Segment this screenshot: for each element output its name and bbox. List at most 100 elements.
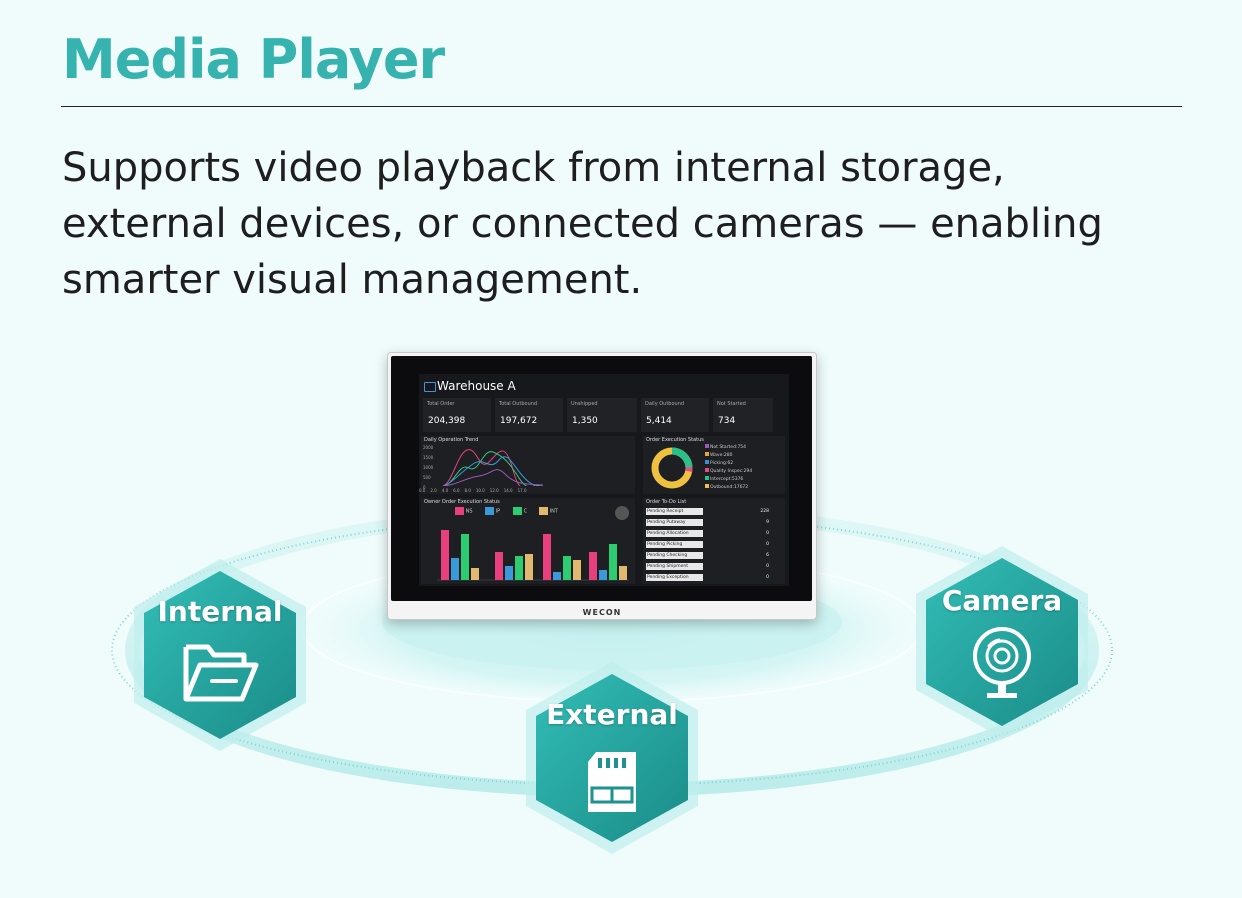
todo-value: 6	[766, 553, 769, 558]
trend-y-ticks: 2000 1500 1000 500 0	[423, 443, 433, 493]
trend-lines	[442, 449, 544, 486]
dashboard-title: Warehouse A	[437, 379, 516, 393]
y-tick: 0	[423, 485, 426, 490]
source-label: External	[546, 698, 678, 731]
kpi-value: 197,672	[500, 416, 538, 426]
kpi-value: 5,414	[646, 416, 672, 426]
status-label: Outbound:17672	[710, 485, 749, 490]
x-tick: 10.0	[475, 488, 485, 493]
todo-value: 0	[766, 531, 769, 536]
kpi-label: Not Started	[717, 401, 746, 407]
y-tick: 1500	[423, 455, 434, 460]
todo-value: 0	[766, 575, 769, 580]
x-tick: 14.0	[503, 488, 513, 493]
todo-value: 0	[766, 542, 769, 547]
status-panel: Order Execution Status Not Started:754 W…	[643, 436, 785, 494]
x-tick: 12.0	[489, 488, 499, 493]
todo-row: Pending Putaway 9	[646, 519, 771, 527]
device-brand-logo: WECON	[582, 608, 622, 617]
status-item: Wave:280	[705, 452, 732, 458]
todo-label: Pending Allocation	[646, 530, 703, 537]
todo-value: 228	[760, 509, 769, 514]
trend-panel: Daily Operation Trend 2000 1500 1000 500…	[419, 436, 635, 494]
legend-label: NS	[465, 508, 473, 515]
kpi-label: Total Outbound	[499, 401, 538, 407]
page-description: Supports video playback from internal st…	[62, 145, 1103, 303]
status-item: Quality Inspec:294	[705, 468, 752, 474]
x-tick: 17.0	[517, 488, 527, 493]
webcam-icon	[973, 627, 1031, 698]
legend-label: C	[523, 508, 528, 515]
todo-panel: Order To-Do List Pending Receipt 228 Pend…	[643, 498, 785, 584]
y-tick: 500	[423, 475, 431, 480]
todo-row: Pending Checking 6	[646, 552, 771, 560]
status-item: Outbound:17672	[705, 484, 748, 490]
todo-row: Pending Exception 0	[646, 574, 771, 582]
y-tick: 2000	[423, 445, 434, 450]
status-item: Not Started:754	[705, 444, 746, 450]
kpi-total-order: Total Order 204,398	[423, 398, 491, 432]
status-item: Intercept:5376	[705, 476, 743, 482]
kpi-value: 204,398	[428, 416, 466, 426]
folder-icon	[183, 644, 259, 702]
device-screen: Warehouse A Total Order 204,398 Total Ou…	[391, 356, 812, 601]
title-divider	[61, 106, 1182, 107]
todo-label: Pending Exception	[646, 574, 703, 581]
settings-icon[interactable]	[615, 506, 629, 520]
source-label: Camera	[941, 584, 1063, 617]
source-label: Internal	[157, 595, 283, 628]
todo-label: Pending Receipt	[646, 508, 703, 515]
legend-label: IP	[495, 508, 501, 515]
kpi-value: 1,350	[572, 416, 598, 426]
status-title: Order Execution Status	[646, 437, 704, 443]
x-tick: 8.0	[464, 488, 471, 493]
page-title: Media Player	[62, 28, 445, 91]
status-label: Picking:62	[710, 461, 734, 466]
todo-row: Pending Shipment 0	[646, 563, 771, 571]
status-item: Picking:62	[705, 460, 733, 466]
x-tick: 2.0	[430, 488, 437, 493]
y-tick: 1000	[423, 465, 434, 470]
legend-label: INT	[549, 508, 558, 515]
x-tick: 0.0	[419, 488, 426, 493]
warehouse-dashboard: Warehouse A Total Order 204,398 Total Ou…	[419, 374, 789, 586]
owner-panel: Owner Order Execution Status NS IP C INT	[421, 498, 635, 584]
status-label: Intercept:5376	[710, 477, 744, 482]
trend-x-ticks: 0.0 2.0 4.0 6.0 8.0 10.0 12.0 14.0 17.0	[419, 488, 629, 493]
x-tick: 4.0	[441, 488, 449, 493]
todo-row: Pending Picking 0	[646, 541, 771, 549]
todo-row: Pending Receipt 228	[646, 508, 771, 516]
owner-bars	[437, 530, 629, 581]
todo-row: Pending Allocation 0	[646, 530, 771, 538]
todo-label: Pending Checking	[646, 552, 703, 559]
status-label: Not Started:754	[710, 445, 747, 450]
warehouse-icon	[424, 382, 436, 392]
todo-label: Pending Shipment	[646, 563, 703, 570]
kpi-label: Daily Outbound	[645, 401, 685, 407]
source-external: External	[522, 658, 702, 858]
todo-value: 9	[766, 520, 769, 525]
kpi-label: Total Order	[427, 401, 455, 407]
legend-int: INT	[539, 507, 558, 515]
sd-card-icon	[588, 752, 636, 812]
x-tick: 6.0	[453, 488, 460, 493]
legend-ip: IP	[485, 507, 500, 515]
kpi-label: Unshipped	[571, 401, 598, 407]
trend-title: Daily Operation Trend	[424, 437, 479, 443]
kpi-total-outbound: Total Outbound 197,672	[495, 398, 563, 432]
legend-ns: NS	[455, 507, 473, 515]
hmi-device: Warehouse A Total Order 204,398 Total Ou…	[387, 352, 817, 620]
legend-c: C	[513, 507, 527, 515]
todo-value: 0	[766, 564, 769, 569]
source-internal: Internal	[130, 555, 310, 755]
todo-title: Order To-Do List	[646, 499, 687, 505]
todo-label: Pending Picking	[646, 541, 703, 548]
status-label: Quality Inspec:294	[710, 469, 753, 474]
kpi-unshipped: Unshipped 1,350	[567, 398, 637, 432]
source-camera: Camera	[912, 542, 1092, 742]
kpi-value: 734	[718, 416, 736, 426]
todo-label: Pending Putaway	[646, 519, 703, 526]
status-label: Wave:280	[710, 453, 733, 458]
status-donut	[651, 447, 693, 489]
kpi-not-started: Not Started 734	[713, 398, 773, 432]
